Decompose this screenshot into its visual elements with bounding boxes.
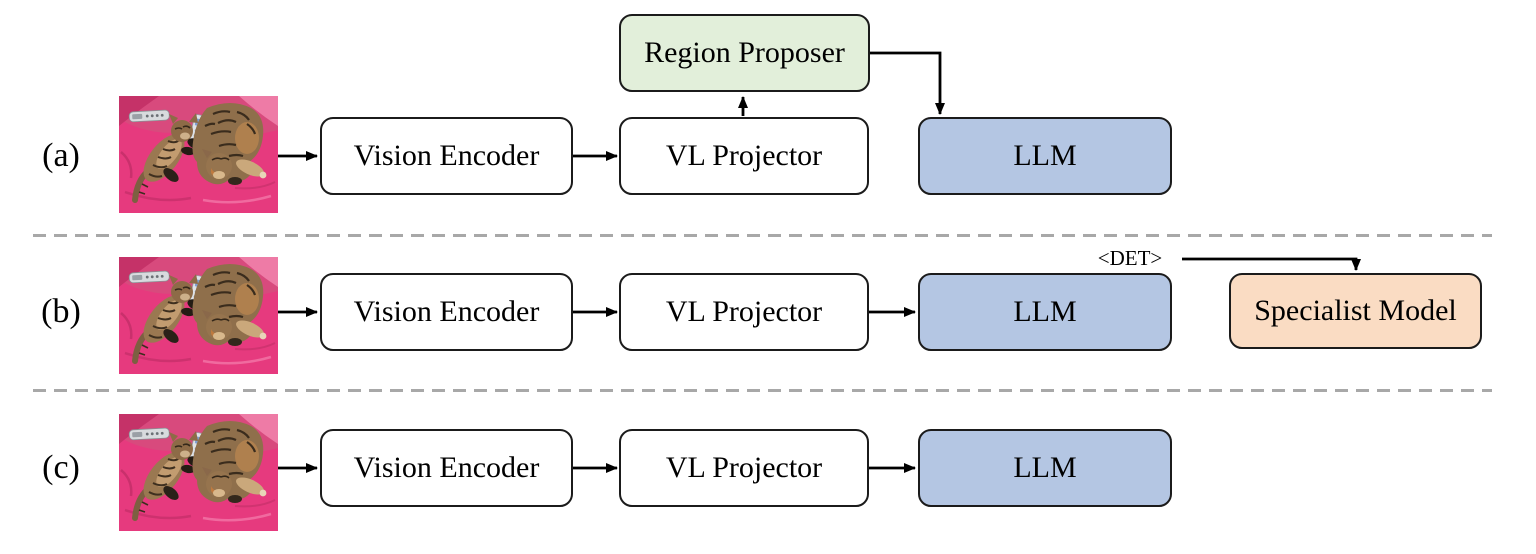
dashed-divider-2 bbox=[33, 389, 1492, 392]
llm-box-b: LLM bbox=[918, 273, 1172, 351]
arrow-region-proposer-to-llm bbox=[870, 51, 945, 115]
llm-box-a: LLM bbox=[918, 117, 1172, 195]
vl-projector-box-c: VL Projector bbox=[619, 429, 869, 507]
vl-projector-box-b: VL Projector bbox=[619, 273, 869, 351]
llm-box-c: LLM bbox=[918, 429, 1172, 507]
input-image-cats-row-a bbox=[119, 96, 278, 213]
dashed-divider-1 bbox=[33, 234, 1492, 237]
vision-encoder-box-c: Vision Encoder bbox=[320, 429, 573, 507]
arrow-det-token-to-specialist-model bbox=[1182, 257, 1361, 271]
vision-encoder-box-a: Vision Encoder bbox=[320, 117, 573, 195]
row-c-label: (c) bbox=[42, 449, 80, 486]
vl-projector-box-a: VL Projector bbox=[619, 117, 869, 195]
row-b-label: (b) bbox=[41, 293, 81, 330]
specialist-model-box: Specialist Model bbox=[1229, 273, 1482, 349]
input-image-cats-row-c bbox=[119, 414, 278, 531]
row-a-label: (a) bbox=[42, 137, 80, 174]
vision-encoder-box-b: Vision Encoder bbox=[320, 273, 573, 351]
input-image-cats-row-b bbox=[119, 257, 278, 374]
region-proposer-box: Region Proposer bbox=[619, 14, 870, 92]
det-token-label: <DET> bbox=[1097, 246, 1163, 270]
